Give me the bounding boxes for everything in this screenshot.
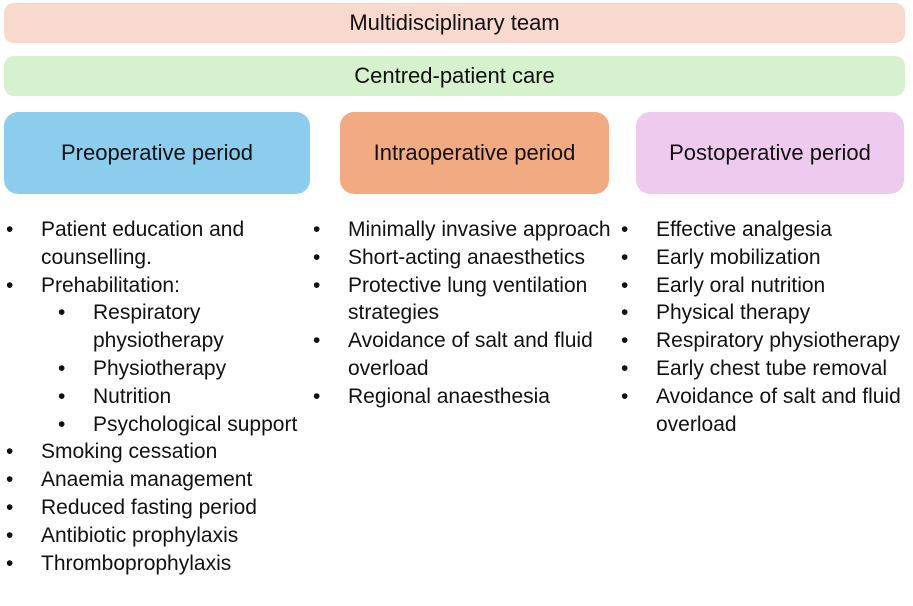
list-item: Prehabilitation: xyxy=(6,272,306,300)
postoperative-period-box: Postoperative period xyxy=(636,112,904,194)
list-item: Antibiotic prophylaxis xyxy=(6,522,306,550)
sub-list-item: Nutrition xyxy=(6,383,306,411)
list-item: Smoking cessation xyxy=(6,438,306,466)
multidisciplinary-team-banner: Multidisciplinary team xyxy=(4,3,905,43)
list-item: Reduced fasting period xyxy=(6,494,306,522)
list-item: Avoidance of salt and fluid overload xyxy=(621,383,911,439)
preoperative-title: Preoperative period xyxy=(60,140,253,165)
sub-list-item: Physiotherapy xyxy=(6,355,306,383)
centred-patient-care-banner: Centred-patient care xyxy=(4,56,905,96)
intraoperative-title: Intraoperative period xyxy=(373,140,576,165)
list-item: Effective analgesia xyxy=(621,216,911,244)
intraoperative-period-box: Intraoperative period xyxy=(340,112,609,194)
list-item: Patient education and counselling. xyxy=(6,216,306,272)
sub-list-item: Psychological support xyxy=(6,411,306,439)
list-item: Protective lung ventilation strategies xyxy=(313,272,618,328)
preoperative-list: Patient education and counselling.Prehab… xyxy=(6,216,306,577)
postoperative-title: Postoperative period xyxy=(669,140,871,165)
list-item: Physical therapy xyxy=(621,299,911,327)
preoperative-period-box: Preoperative period xyxy=(4,112,310,194)
list-item: Regional anaesthesia xyxy=(313,383,618,411)
banner-care-label: Centred-patient care xyxy=(354,63,555,88)
list-item: Early oral nutrition xyxy=(621,272,911,300)
list-item: Avoidance of salt and fluid overload xyxy=(313,327,618,383)
banner-team-label: Multidisciplinary team xyxy=(349,10,560,35)
sub-list-item: Respiratory physiotherapy xyxy=(6,299,306,355)
list-item: Short-acting anaesthetics xyxy=(313,244,618,272)
list-item: Thromboprophylaxis xyxy=(6,550,306,578)
list-item: Anaemia management xyxy=(6,466,306,494)
list-item: Minimally invasive approach xyxy=(313,216,618,244)
list-item: Respiratory physiotherapy xyxy=(621,327,911,355)
list-item: Early chest tube removal xyxy=(621,355,911,383)
list-item: Early mobilization xyxy=(621,244,911,272)
intraoperative-list: Minimally invasive approachShort-acting … xyxy=(313,216,618,411)
postoperative-list: Effective analgesiaEarly mobilizationEar… xyxy=(621,216,911,438)
